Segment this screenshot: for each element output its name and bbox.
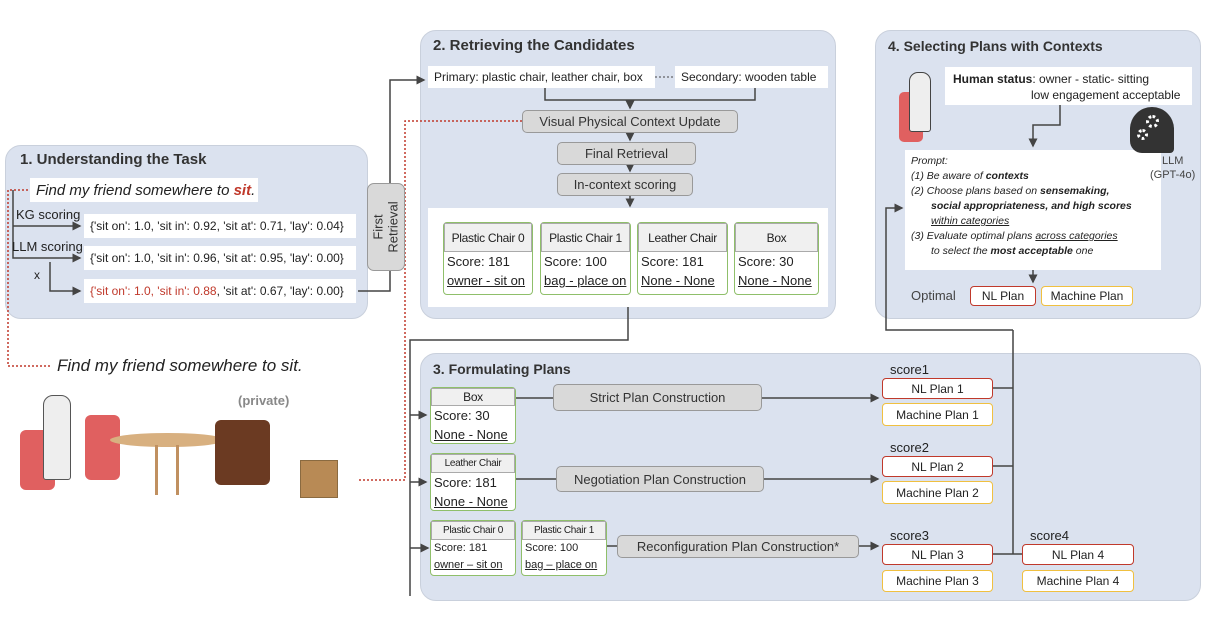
- query-keyword: sit: [233, 181, 252, 199]
- retrieve-title: 2. Retrieving the Candidates: [433, 37, 635, 54]
- kg-scoring-label: KG scoring: [16, 207, 81, 222]
- combined-rest: , 'sit at': 0.67, 'lay': 0.00}: [216, 284, 344, 298]
- optimal-label: Optimal: [911, 288, 956, 303]
- task-title: 1. Understanding the Task: [20, 151, 207, 168]
- person-sitting: [43, 395, 71, 480]
- score3-label: score3: [890, 528, 930, 543]
- table-legs: [155, 445, 179, 495]
- score4-label: score4: [1030, 528, 1070, 543]
- reconfiguration-plan-construction: Reconfiguration Plan Construction*: [617, 535, 859, 558]
- llm-scores: {'sit on': 1.0, 'sit in': 0.96, 'sit at'…: [84, 246, 356, 270]
- wooden-table: [110, 433, 225, 447]
- human-status-label: Human status: [953, 72, 1033, 86]
- multiply-label: x: [34, 268, 40, 282]
- private-label: (private): [238, 393, 290, 408]
- nl-plan-1: NL Plan 1: [882, 378, 993, 399]
- scene-image: [15, 385, 360, 505]
- plans-title: 3. Formulating Plans: [433, 361, 571, 377]
- first-retrieval: First Retrieval: [367, 183, 405, 271]
- visual-context-update: Visual Physical Context Update: [522, 110, 738, 133]
- box: [300, 460, 338, 498]
- secondary-objects: Secondary: wooden table: [675, 66, 828, 88]
- final-retrieval: Final Retrieval: [557, 142, 696, 165]
- llm-model: (GPT-4o): [1150, 169, 1196, 181]
- task-query: Find my friend somewhere to sit.: [30, 178, 258, 202]
- nl-plan-2: NL Plan 2: [882, 456, 993, 477]
- machine-plan-4: Machine Plan 4: [1022, 570, 1134, 592]
- strict-plan-construction: Strict Plan Construction: [553, 384, 762, 411]
- primary-objects: Primary: plastic chair, leather chair, b…: [428, 66, 655, 88]
- query-prefix: Find my friend somewhere to: [36, 181, 234, 199]
- llm-label: LLM: [1162, 155, 1184, 167]
- combined-scores: {'sit on': 1.0, 'sit in': 0.88, 'sit at'…: [84, 279, 356, 303]
- prompt-box: Prompt: (1) Be aware of contexts (2) Cho…: [905, 150, 1161, 270]
- llm-head-icon: [1130, 107, 1174, 153]
- score1-label: score1: [890, 362, 930, 377]
- kg-scores: {'sit on': 1.0, 'sit in': 0.92, 'sit at'…: [84, 214, 356, 238]
- select-title: 4. Selecting Plans with Contexts: [888, 38, 1103, 54]
- leather-chair: [215, 420, 270, 485]
- human-status-box: Human status: owner - static- sitting lo…: [945, 67, 1192, 105]
- query-suffix: .: [251, 181, 256, 199]
- plastic-chair-bag: [85, 415, 120, 480]
- incontext-scoring: In-context scoring: [557, 173, 693, 196]
- llm-scoring-label: LLM scoring: [12, 239, 83, 254]
- negotiation-plan-construction: Negotiation Plan Construction: [556, 466, 764, 492]
- machine-plan-1: Machine Plan 1: [882, 403, 993, 426]
- nl-plan-3: NL Plan 3: [882, 544, 993, 565]
- score2-label: score2: [890, 440, 930, 455]
- machine-plan-2: Machine Plan 2: [882, 481, 993, 504]
- combined-highlight: {'sit on': 1.0, 'sit in': 0.88: [90, 284, 217, 298]
- optimal-nl-plan: NL Plan: [970, 286, 1036, 306]
- machine-plan-3: Machine Plan 3: [882, 570, 993, 592]
- optimal-machine-plan: Machine Plan: [1041, 286, 1133, 306]
- scene-caption: Find my friend somewhere to sit.: [57, 356, 303, 375]
- sitting-person-image: [895, 70, 940, 145]
- nl-plan-4: NL Plan 4: [1022, 544, 1134, 565]
